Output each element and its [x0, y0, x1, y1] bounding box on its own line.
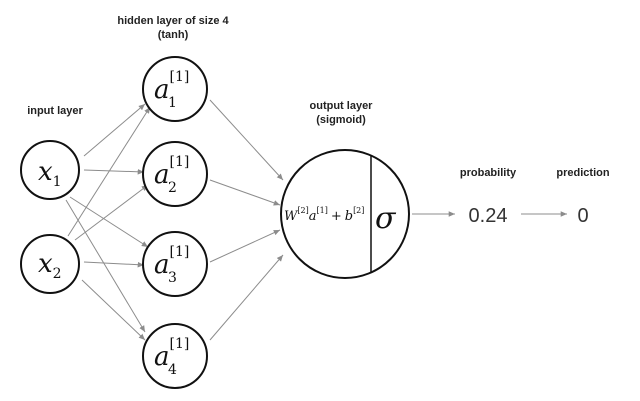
output-node: W[2]a[1]+b[2] σ	[280, 149, 410, 279]
connection-x2-a4	[81, 279, 146, 341]
output-layer-title: output layer	[310, 100, 374, 112]
hidden-node-a1: a[1] 1	[142, 56, 208, 122]
connection-x2-a3	[83, 261, 145, 268]
svg-text:x2: x2	[38, 249, 62, 282]
input-hidden-connections	[65, 103, 151, 341]
hidden-node-a3: a[1] 3	[142, 231, 208, 297]
hidden-layer-activation: (tanh)	[158, 29, 189, 41]
connection-a3-output	[209, 229, 281, 263]
connection-x2-a2	[74, 184, 149, 241]
input-layer-title: input layer	[27, 105, 83, 117]
connection-x1-a3	[69, 196, 149, 248]
input-node-x1: x1	[20, 140, 80, 200]
probability-title: probability	[460, 167, 517, 179]
hidden-node-a2: a[1] 2	[142, 141, 208, 207]
svg-text:a[1]: a[1]	[154, 69, 189, 105]
prediction-title: prediction	[556, 167, 609, 179]
hidden-layer-title: hidden layer of size 4	[117, 15, 229, 27]
sigmoid-symbol: σ	[375, 201, 397, 236]
hidden-output-connections	[209, 99, 284, 341]
output-linear-formula: W[2]a[1]+b[2]	[284, 206, 364, 224]
svg-text:a[1]: a[1]	[154, 154, 189, 190]
hidden-node-a4: a[1] 4	[142, 323, 208, 389]
svg-text:3: 3	[168, 270, 177, 286]
connection-x1-a4	[65, 199, 146, 333]
svg-text:x1: x1	[38, 157, 62, 190]
svg-text:4: 4	[168, 362, 177, 378]
svg-text:2: 2	[168, 180, 177, 196]
connection-a2-output	[209, 179, 281, 206]
connection-x2-a1	[67, 106, 151, 237]
svg-text:a[1]: a[1]	[154, 336, 189, 372]
connection-a4-output	[209, 254, 284, 341]
prediction-value: 0	[577, 205, 588, 227]
svg-text:a[1]: a[1]	[154, 244, 189, 280]
connection-x1-a2	[83, 168, 145, 175]
input-node-x2: x2	[20, 234, 80, 294]
connection-x1-a1	[83, 103, 146, 157]
output-layer-activation: (sigmoid)	[316, 114, 366, 126]
probability-value: 0.24	[469, 205, 508, 227]
svg-text:1: 1	[168, 95, 177, 111]
connection-a1-output	[209, 99, 284, 181]
